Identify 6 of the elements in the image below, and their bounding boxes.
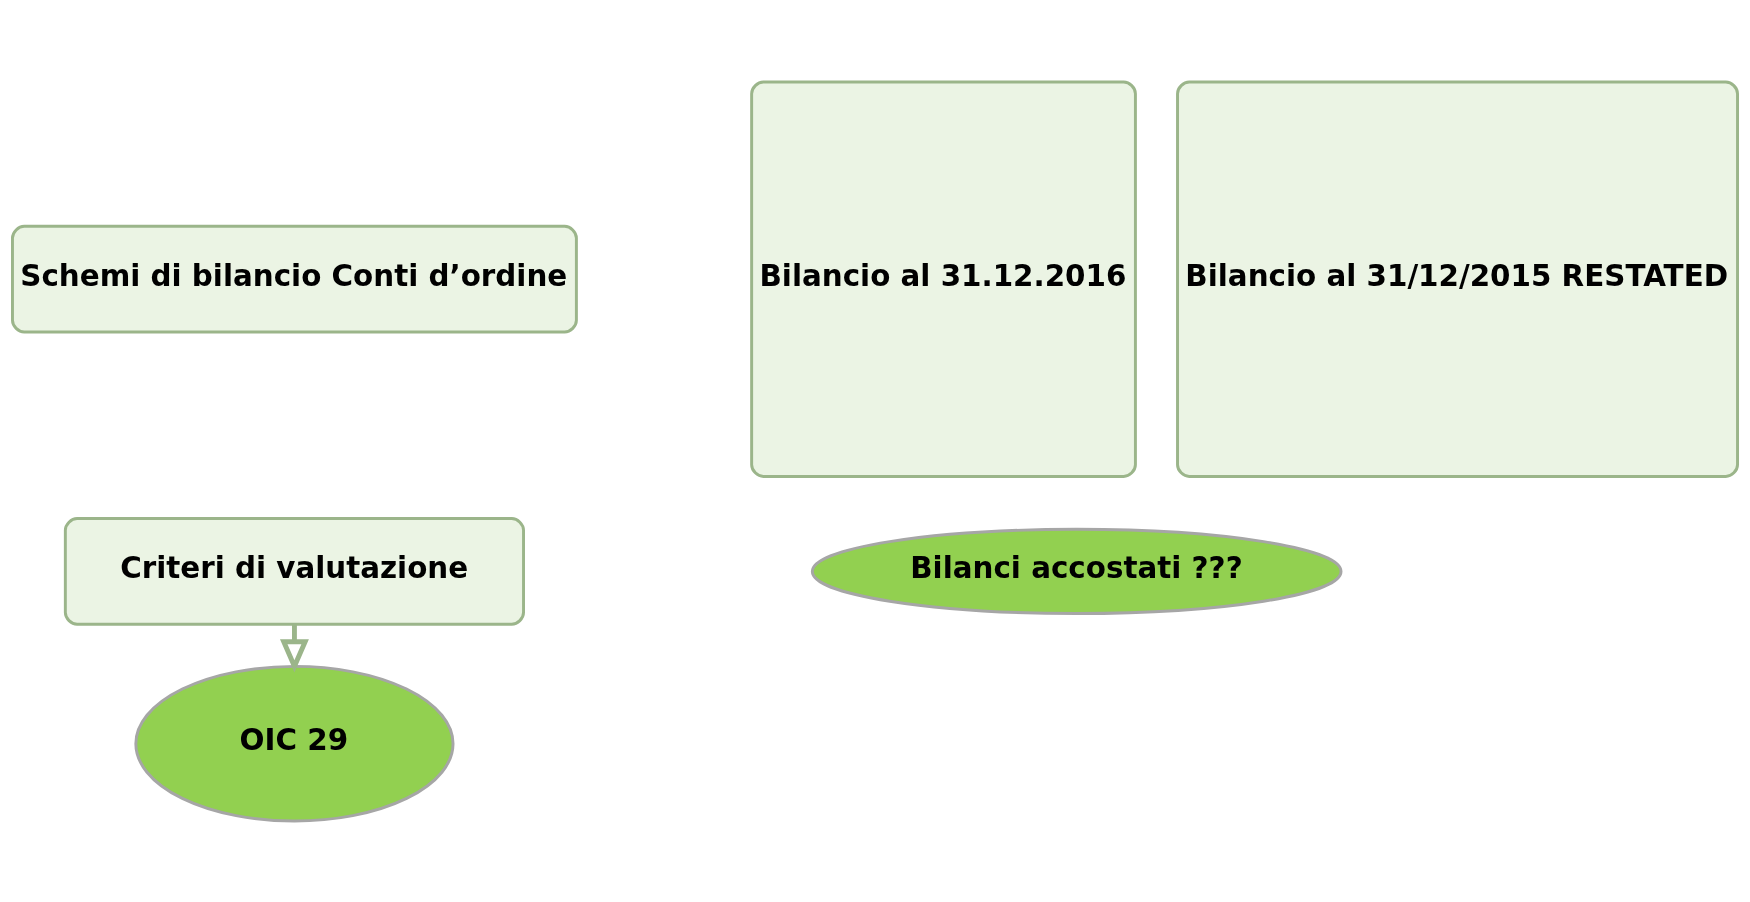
node-box: Schemi di bilancio Conti d’ordine xyxy=(11,224,578,334)
node-box: Bilancio al 31/12/2015 RESTATED xyxy=(1176,79,1739,478)
node-ellipse: Bilanci accostati ??? xyxy=(810,527,1343,615)
node-ellipse: OIC 29 xyxy=(134,664,455,823)
node-box: Bilancio al 31.12.2016 xyxy=(750,79,1137,478)
node-box: Criteri di valutazione xyxy=(63,516,525,626)
